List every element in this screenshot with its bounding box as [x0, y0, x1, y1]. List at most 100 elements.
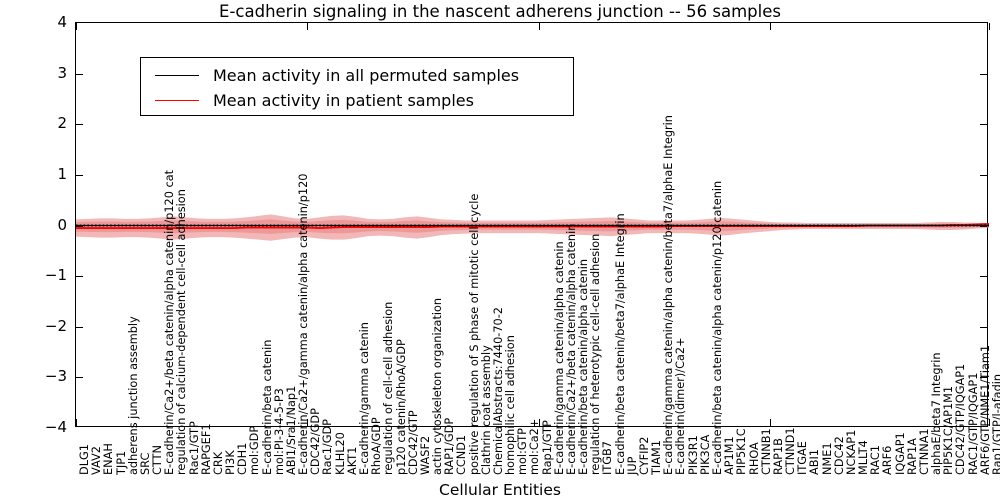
- x-tick-label: mol:Ca2+: [528, 418, 542, 475]
- x-tick-label: RhoA/GDP: [370, 417, 384, 475]
- x-tick-label: MLLT4: [857, 440, 871, 475]
- x-tick-label: ARF6/GTP/NME1/Tiam1: [978, 344, 992, 475]
- x-tick-label: RAP1A: [905, 438, 919, 475]
- x-tick-mark: [769, 23, 771, 30]
- x-tick-label: E-cadherin/Ca2+/beta catenin/alpha caten…: [163, 169, 177, 475]
- y-tick-mark: [76, 174, 83, 176]
- x-tick-label: PIP5K1C: [735, 428, 749, 475]
- x-tick-label: alphaE/beta7 Integrin: [930, 352, 944, 476]
- x-tick-label: mol:PI-3-4-5-P3: [272, 388, 286, 475]
- x-tick-label: Rap1/GTP: [540, 420, 554, 475]
- x-tick-label: E-cadherin/gamma catenin/alpha catenin: [552, 241, 566, 475]
- x-tick-label: RAP1/GDP: [443, 417, 457, 475]
- x-tick-label: NCKAP1: [844, 429, 858, 475]
- y-tick-label: 3: [57, 63, 67, 82]
- y-tick-mark: [980, 326, 987, 328]
- x-tick-label: IQGAP1: [893, 432, 907, 475]
- legend-swatch-black-line: [155, 75, 199, 76]
- chart-legend: Mean activity in all permuted samples Me…: [140, 57, 574, 116]
- x-tick-label: CTTN: [151, 445, 165, 475]
- y-tick-label: −4: [44, 418, 67, 436]
- x-tick-mark: [307, 23, 309, 30]
- legend-label-patient: Mean activity in patient samples: [213, 91, 474, 110]
- x-tick-label: ABI1: [808, 449, 822, 475]
- y-tick-mark: [980, 377, 987, 379]
- y-tick-label: 4: [57, 13, 67, 31]
- x-tick-label: PI3K: [224, 450, 238, 475]
- x-tick-label: Rac1/GDP: [321, 419, 335, 475]
- x-tick-label: RAPGEF1: [199, 423, 213, 475]
- y-tick-mark: [980, 276, 987, 278]
- x-tick-label: ITGB7: [601, 441, 615, 475]
- x-tick-label: CDC42/GTP/IQGAP1: [954, 363, 968, 475]
- x-tick-label: regulation of cell-cell adhesion: [382, 301, 396, 475]
- x-tick-label: homophilic cell adhesion: [504, 335, 518, 475]
- series-canvas: [76, 214, 989, 241]
- x-tick-mark: [538, 23, 540, 30]
- x-tick-label: CDC42/GDP: [309, 408, 323, 475]
- x-tick-label: WASF2: [418, 435, 432, 475]
- x-tick-label: NME1: [820, 442, 834, 475]
- x-tick-label: E-cadherin(dimer)/Ca2+: [674, 337, 688, 475]
- x-tick-label: E-cadherin/beta catenin: [260, 339, 274, 475]
- x-tick-label: ENAH: [102, 443, 116, 475]
- legend-entry-permuted: Mean activity in all permuted samples: [141, 63, 573, 88]
- x-tick-label: E-cadherin/gamma catenin/alpha catenin/b…: [662, 115, 676, 475]
- x-tick-label: CTNND1: [784, 427, 798, 475]
- x-tick-mark: [76, 23, 77, 30]
- x-tick-label: CRK: [211, 451, 225, 475]
- x-tick-label: mol:GTP: [516, 428, 530, 475]
- x-tick-label: E-cadherin/beta catenin/alpha catenin/p1…: [711, 180, 724, 475]
- y-tick-mark: [980, 225, 987, 227]
- y-tick-mark: [76, 377, 83, 379]
- x-tick-label: CTNNA1: [917, 428, 931, 475]
- x-tick-label: Rap1/GTP/l-afadin: [991, 373, 1000, 475]
- y-tick-label: 1: [57, 164, 67, 183]
- x-tick-label: regulation of heterotypic cell-cell adhe…: [589, 233, 603, 475]
- x-tick-label: CYFIP2: [637, 436, 651, 475]
- x-tick-label: ITGAE: [796, 441, 810, 475]
- x-tick-label: VAV2: [90, 446, 104, 475]
- x-tick-label: CDC42/GTP: [406, 410, 420, 475]
- y-tick-mark: [980, 124, 987, 126]
- x-tick-label: Clathrin coat assembly: [479, 345, 493, 475]
- x-tick-label: KLHL20: [333, 432, 347, 475]
- x-tick-label: CDC42: [832, 436, 846, 475]
- y-tick-mark: [76, 326, 83, 328]
- x-tick-label: RHOA: [747, 442, 761, 475]
- chart-title: E-cadherin signaling in the nascent adhe…: [219, 2, 781, 21]
- y-tick-mark: [76, 73, 83, 75]
- x-tick-label: CCND1: [455, 434, 469, 475]
- y-tick-mark: [76, 225, 83, 227]
- x-axis-title: Cellular Entities: [439, 481, 561, 499]
- x-tick-mark: [769, 419, 771, 426]
- x-tick-label: E-cadherin/gamma catenin: [357, 322, 371, 475]
- y-tick-label: 2: [57, 114, 67, 133]
- x-tick-label: RAC1: [869, 445, 883, 475]
- data-layer: [76, 23, 989, 428]
- x-tick-label: regulation of calcium-dependent cell-cel…: [175, 189, 189, 475]
- x-tick-label: RAC1/GTP/IQGAP1: [966, 372, 980, 475]
- y-tick-mark: [980, 174, 987, 176]
- x-tick-label: TIAM1: [650, 440, 664, 475]
- x-tick-label: ABI1/Sra1/Nap1: [284, 385, 298, 475]
- y-tick-label: −1: [44, 266, 67, 285]
- legend-swatch-red-line: [155, 100, 199, 101]
- x-tick-label: actin cytoskeleton organization: [431, 297, 445, 475]
- x-tick-label: E-cadherin/beta catenin/alpha catenin: [577, 258, 591, 475]
- x-tick-mark: [989, 23, 990, 30]
- x-tick-label: E-cadherin/Ca2+/gamma catenin/alpha cate…: [297, 173, 311, 475]
- x-tick-mark: [307, 419, 309, 426]
- x-tick-label: mol:GDP: [248, 425, 262, 475]
- x-tick-label: AKT1: [345, 446, 359, 475]
- x-tick-label: Rac1/GTP: [187, 421, 201, 475]
- y-tick-mark: [980, 73, 987, 75]
- y-tick-label: −3: [44, 367, 67, 386]
- x-tick-label: ChemicalAbstracts:7440-70-2: [491, 307, 505, 475]
- x-tick-mark: [989, 419, 990, 426]
- x-tick-label: SRC: [138, 452, 152, 475]
- x-tick-label: PIK3R1: [686, 435, 700, 475]
- y-tick-mark: [76, 276, 83, 278]
